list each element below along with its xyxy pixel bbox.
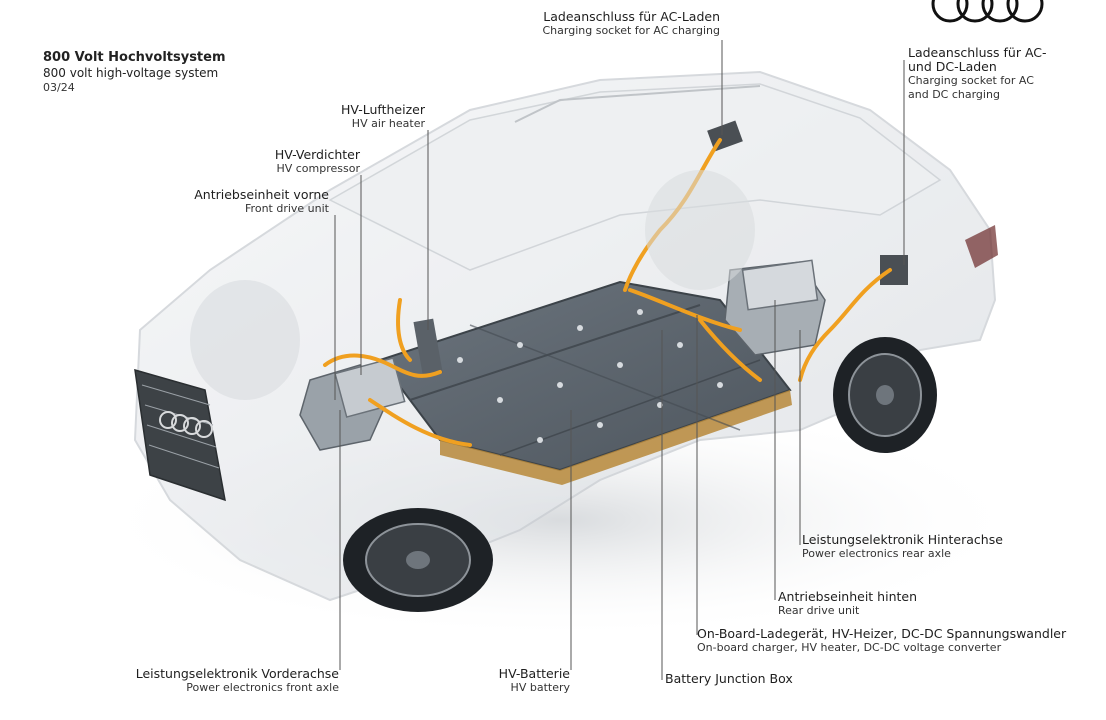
rear-obc	[741, 259, 819, 311]
label-bjb: Battery Junction Box	[665, 671, 793, 686]
date: 03/24	[43, 81, 75, 94]
title-de: 800 Volt Hochvoltsystem	[43, 50, 226, 65]
label-acdc-socket: Ladeanschluss für AC- und DC-Laden Charg…	[908, 45, 1047, 102]
label-compressor: HV-Verdichter HV compressor	[274, 147, 360, 176]
air-heater-hw	[413, 318, 443, 377]
label-ac-socket: Ladeanschluss für AC-Laden Charging sock…	[542, 9, 721, 38]
label-battery: HV-Batterie HV battery	[498, 666, 570, 695]
label-rear-drive: Antriebseinheit hinten Rear drive unit	[778, 589, 918, 618]
label-obc: On-Board-Ladegerät, HV-Heizer, DC-DC Spa…	[697, 626, 1067, 655]
label-pe-front: Leistungselektronik Vorderachse Power el…	[135, 666, 339, 695]
title-en: 800 volt high-voltage system	[43, 66, 219, 80]
label-air-heater: HV-Luftheizer HV air heater	[341, 102, 425, 131]
front-power-electronics	[334, 357, 406, 418]
hv-cables	[323, 138, 892, 447]
wheels	[190, 170, 937, 612]
title-block: 800 Volt Hochvoltsystem 800 volt high-vo…	[43, 50, 226, 95]
leader-lines	[334, 40, 905, 680]
audi-rings-logo	[931, 0, 1044, 23]
label-front-drive: Antriebseinheit vorne Front drive unit	[194, 187, 329, 216]
acdc-socket-hw	[880, 255, 908, 285]
label-pe-rear: Leistungselektronik Hinterachse Power el…	[802, 532, 1003, 561]
